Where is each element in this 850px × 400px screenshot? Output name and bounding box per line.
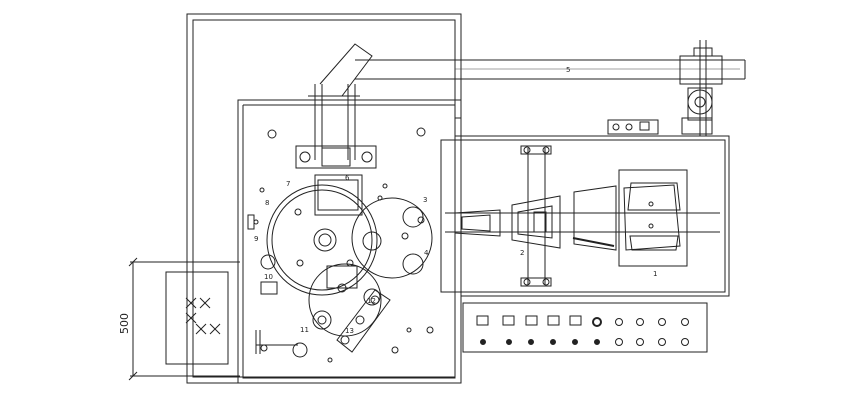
mounting-holes	[247, 127, 434, 363]
control-panel	[462, 302, 708, 353]
callout-7: 7	[286, 180, 290, 188]
lower-turret	[308, 263, 391, 353]
dimension-500-text: 500	[118, 313, 131, 334]
infeed-section	[440, 119, 726, 293]
main-turret	[266, 184, 378, 296]
callout-12: 12	[367, 297, 376, 305]
callout-1: 1	[653, 270, 657, 278]
callout-4: 4	[424, 249, 429, 257]
callout-9: 9	[254, 235, 258, 243]
dimension-500: 500	[118, 257, 240, 381]
callout-3: 3	[423, 196, 427, 204]
callout-6: 6	[345, 174, 350, 182]
glue-unit	[260, 254, 278, 295]
main-base-plate	[237, 99, 730, 384]
electrical-cabinet	[165, 271, 229, 365]
callout-5: 5	[566, 66, 570, 74]
callout-8: 8	[265, 199, 269, 207]
star-wheel	[351, 197, 433, 279]
button-row-top	[615, 318, 689, 326]
top-transfer-arm	[355, 40, 746, 136]
button-row-bottom	[480, 338, 689, 346]
label-hopper	[308, 43, 373, 160]
callout-10: 10	[264, 273, 273, 281]
callout-11: 11	[300, 326, 309, 334]
callout-labels: 1 2 3 4 5 6 7 8 9 10 11 12 13	[254, 66, 657, 335]
roller-assembly	[295, 145, 377, 216]
callout-2: 2	[520, 249, 524, 257]
callout-13: 13	[345, 327, 354, 335]
handwheel	[255, 330, 308, 358]
meter-group	[476, 315, 582, 326]
